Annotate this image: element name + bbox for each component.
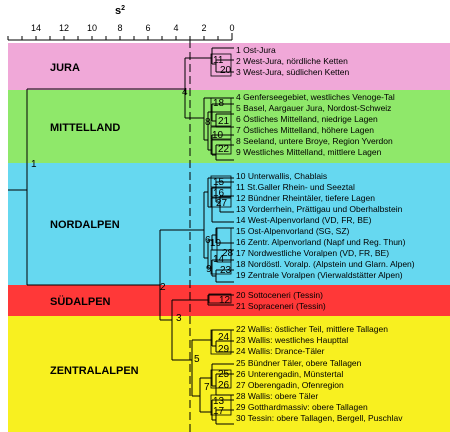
leaf-label: 11 St.Galler Rhein- und Seeztal	[236, 182, 355, 192]
axis-title-sup: 2	[121, 5, 125, 12]
node-number: 11	[213, 55, 224, 66]
band-suedalpen	[8, 285, 450, 316]
tick-label: 12	[59, 23, 69, 33]
leaf-label: 7 Östliches Mittelland, höhere Lagen	[236, 125, 374, 135]
leaf-label: 19 Zentrale Voralpen (Vierwaldstätter Al…	[236, 270, 403, 280]
leaf-label: 23 Wallis: westliches Haupttal	[236, 335, 348, 345]
tick-label: 4	[173, 23, 178, 33]
x-axis: 14 12 10 8 6 4 2 0 s2	[7, 5, 235, 41]
node-number: 23	[220, 265, 232, 276]
tick-label: 14	[31, 23, 41, 33]
node-number: 10	[212, 130, 224, 141]
node-number: 13	[213, 396, 225, 407]
tick-label: 6	[145, 23, 150, 33]
axis-title-main: s	[115, 5, 121, 17]
leaf-label: 3 West-Jura, südlichen Ketten	[236, 67, 350, 77]
leaf-label: 9 Westliches Mittelland, mittlere Lagen	[236, 147, 382, 157]
node-number: 7	[204, 382, 210, 393]
node-boxes	[208, 53, 232, 416]
leaf-label: 13 Vorderrhein, Prättigau und Oberhalbst…	[236, 204, 403, 214]
node-number: 3	[176, 313, 182, 324]
node-number: 16	[213, 188, 225, 199]
node-number: 12	[219, 295, 231, 306]
band-jura	[8, 43, 450, 90]
leaf-label: 17 Nordwestliche Voralpen (VD, FR, BE)	[236, 248, 389, 258]
leaf-label: 15 Ost-Alpenvorland (SG, SZ)	[236, 226, 350, 236]
leaf-label: 1 Ost-Jura	[236, 45, 276, 55]
tick-label: 2	[201, 23, 206, 33]
tick-label: 10	[87, 23, 97, 33]
axis-title: s2	[115, 5, 125, 17]
leaf-label: 4 Genferseegebiet, westliches Venoge-Tal	[236, 92, 395, 102]
region-label-nordalpen: NORDALPEN	[50, 219, 120, 231]
region-label-jura: JURA	[50, 62, 80, 74]
node-number: 22	[218, 144, 230, 155]
node-number: 20	[220, 65, 232, 76]
leaf-label: 28 Wallis: obere Täler	[236, 391, 318, 401]
leaf-label: 25 Bündner Täler, obere Tallagen	[236, 358, 362, 368]
leaf-label: 14 West-Alpenvorland (VD, FR, BE)	[236, 215, 372, 225]
leaf-label: 6 Östliches Mittelland, niedrige Lagen	[236, 114, 378, 124]
leaf-label: 24 Wallis: Drance-Täler	[236, 346, 325, 356]
leaf-label: 12 Bündner Rheintäler, tiefere Lagen	[236, 193, 375, 203]
node-number: 18	[213, 98, 225, 109]
node-number: 9	[206, 264, 212, 275]
leaf-label: 18 Nordöstl. Voralp. (Alpstein und Glarn…	[236, 259, 415, 269]
node-number: 29	[218, 344, 230, 355]
leaf-label: 26 Unterengadin, Münstertal	[236, 369, 343, 379]
node-number: 8	[205, 117, 211, 128]
band-nordalpen	[8, 163, 450, 285]
leaf-label: 16 Zentr. Alpenvorland (Napf und Reg. Th…	[236, 237, 406, 247]
leaf-label: 5 Basel, Aargauer Jura, Nordost-Schweiz	[236, 103, 391, 113]
node-number: 25	[218, 369, 230, 380]
node-numbers: 1 2 3 4 5 6 7 8 9 10 11 12 13 14 15 16 1…	[31, 55, 234, 417]
node-number: 27	[216, 198, 228, 209]
tick-label: 8	[117, 23, 122, 33]
region-label-zentralalpen: ZENTRALALPEN	[50, 365, 139, 377]
node-number: 4	[182, 87, 188, 98]
leaf-label: 8 Seeland, untere Broye, Region Yverdon	[236, 136, 393, 146]
node-number: 19	[210, 238, 222, 249]
leaf-label: 27 Oberengadin, Ofenregion	[236, 380, 344, 390]
dendrogram-branches	[8, 47, 234, 425]
node-number: 17	[213, 406, 225, 417]
node-number: 5	[194, 354, 200, 365]
leaf-label: 22 Wallis: östlicher Teil, mittlere Tall…	[236, 324, 388, 334]
node-number: 1	[31, 159, 37, 170]
region-label-mittelland: MITTELLAND	[50, 122, 120, 134]
tick-label: 0	[229, 23, 234, 33]
leaf-label: 30 Tessin: obere Tallagen, Bergell, Pusc…	[236, 413, 403, 423]
node-number: 24	[218, 332, 230, 343]
node-number: 28	[222, 248, 234, 259]
leaf-label: 21 Sopraceneri (Tessin)	[236, 301, 326, 311]
node-number: 2	[160, 282, 166, 293]
leaf-labels: 1 Ost-Jura 2 West-Jura, nördliche Ketten…	[236, 45, 415, 423]
node-number: 21	[218, 116, 230, 127]
node-number: 26	[218, 380, 230, 391]
node-number: 14	[213, 254, 225, 265]
leaf-label: 10 Unterwallis, Chablais	[236, 171, 327, 181]
region-label-suedalpen: SÜDALPEN	[50, 295, 111, 308]
node-number: 6	[205, 235, 211, 246]
leaf-label: 29 Gotthardmassiv: obere Tallagen	[236, 402, 368, 412]
leaf-label: 2 West-Jura, nördliche Ketten	[236, 56, 348, 66]
leaf-label: 20 Sottoceneri (Tessin)	[236, 290, 323, 300]
node-number: 15	[213, 177, 225, 188]
